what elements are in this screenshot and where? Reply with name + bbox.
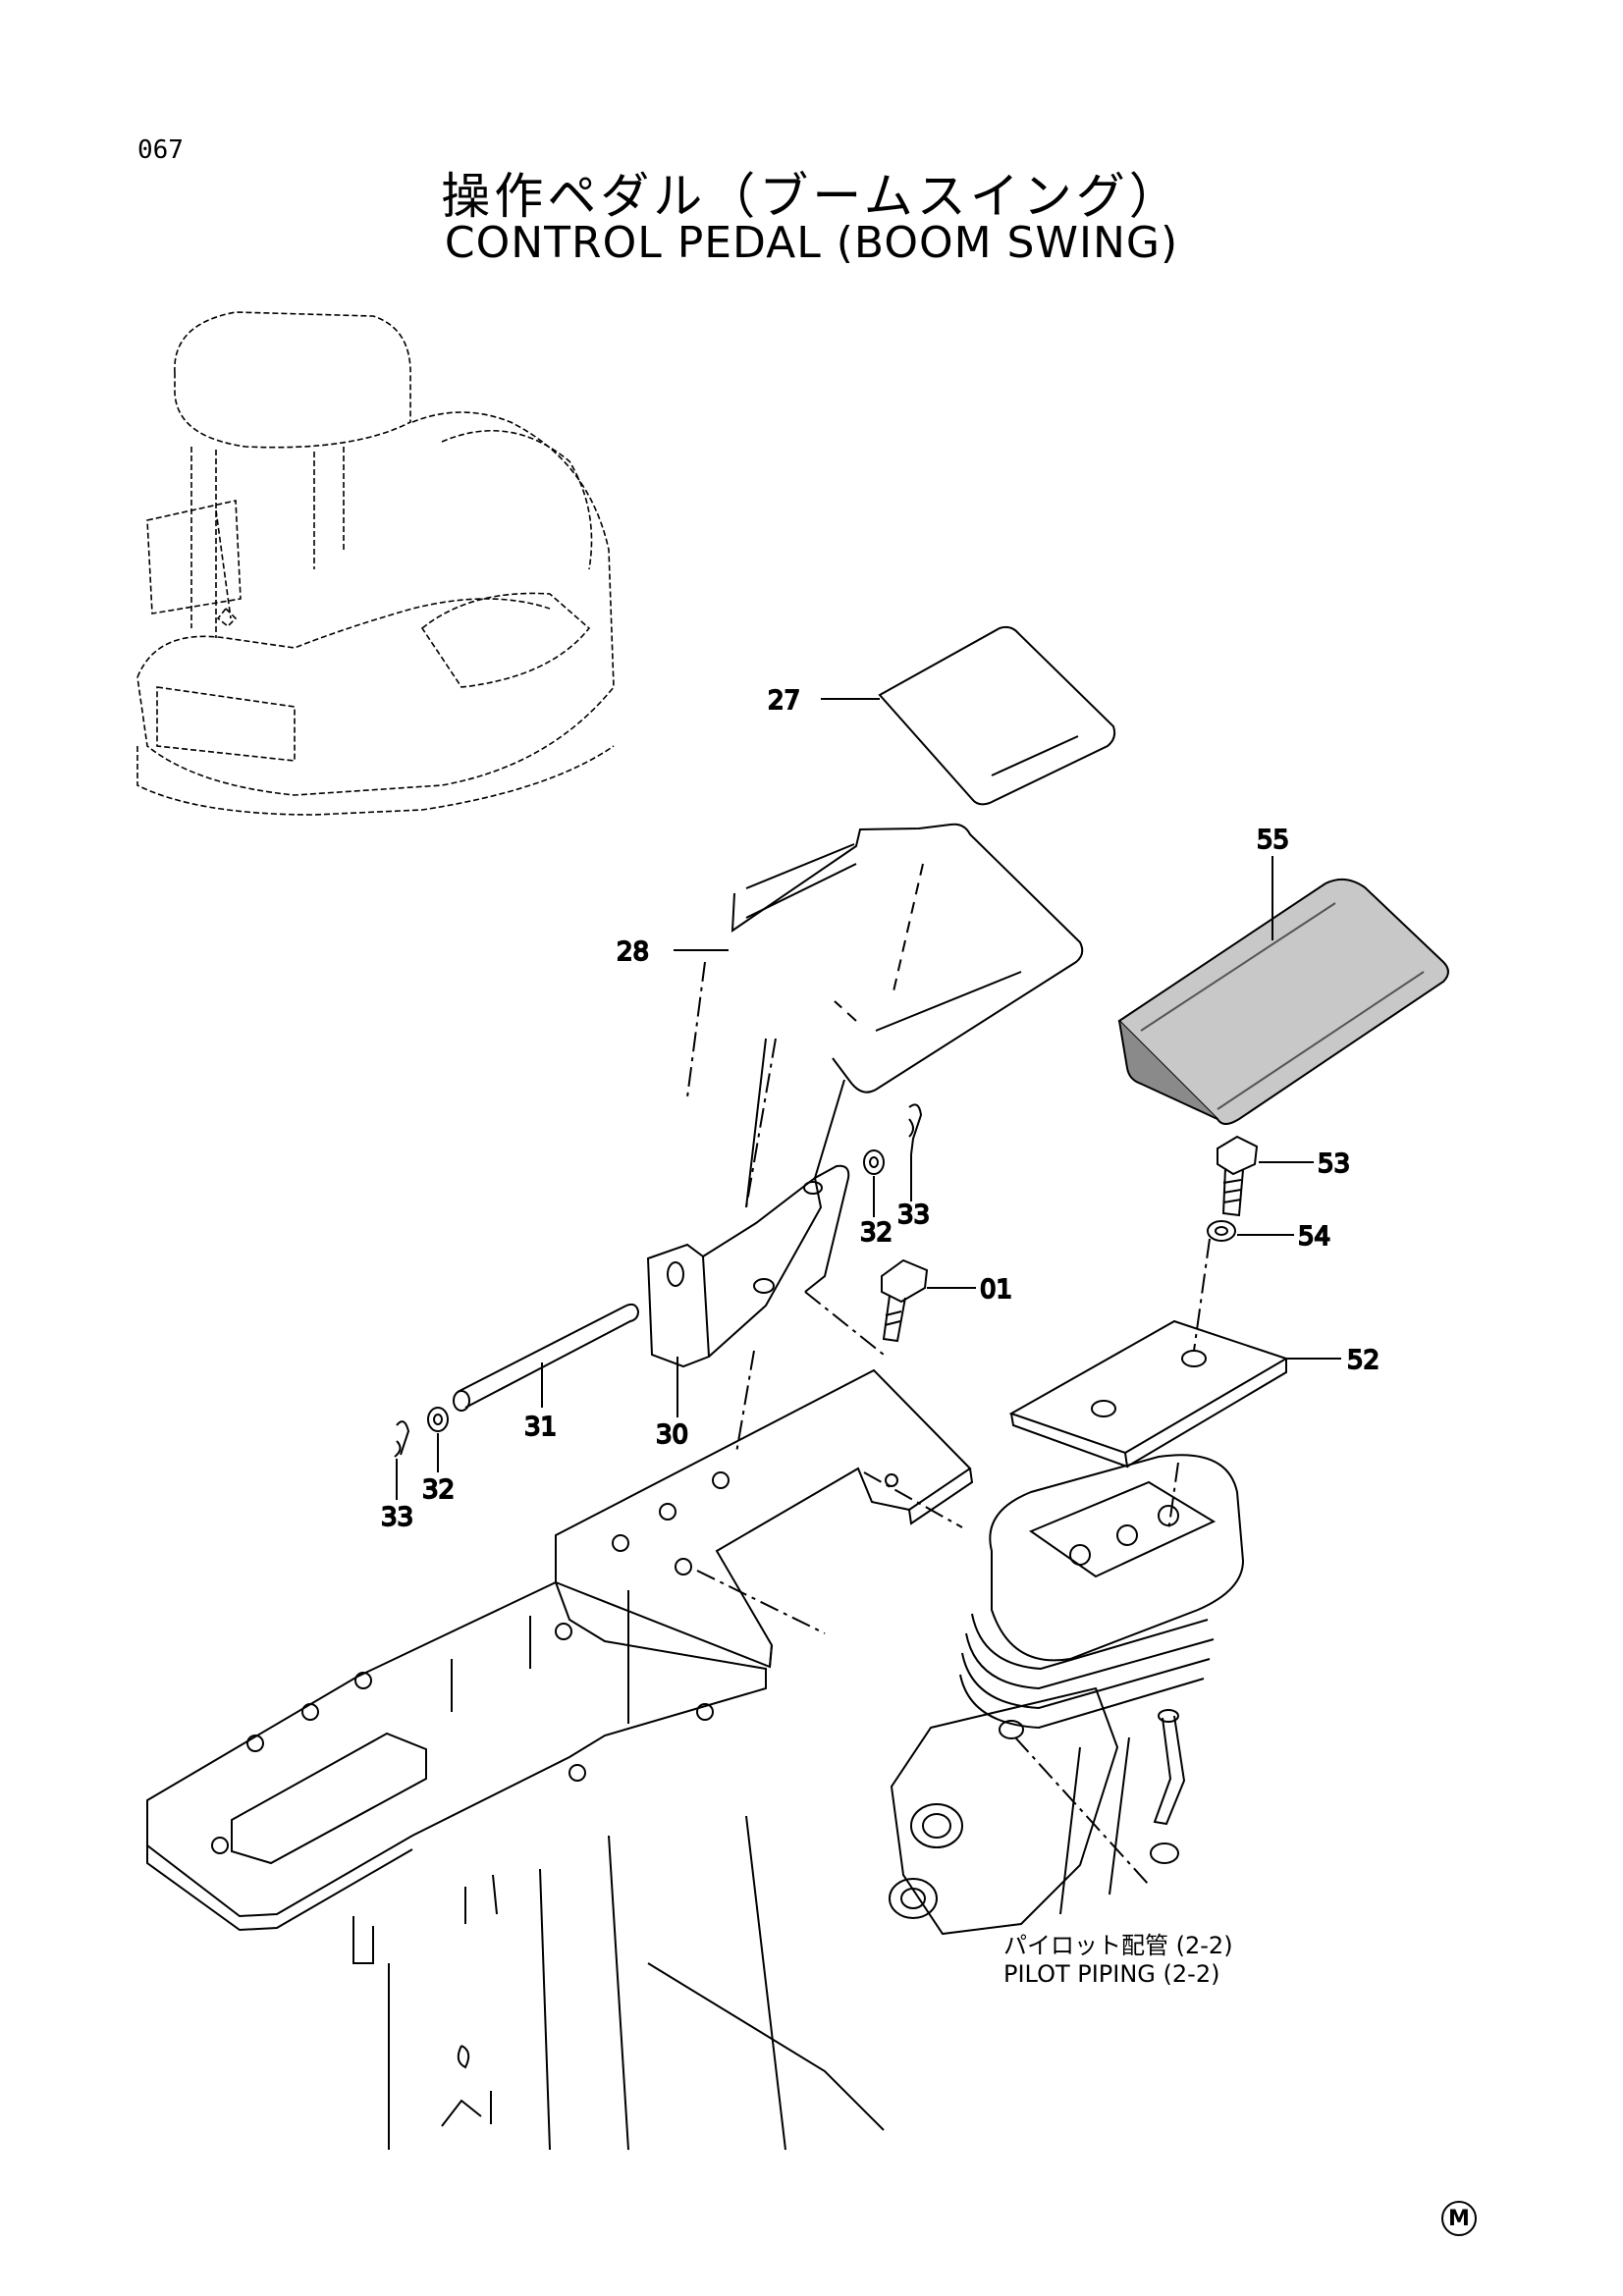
pin-31-illustration [453, 1303, 640, 1412]
callout-01: 01 [980, 1275, 1012, 1305]
callout-55: 55 [1257, 826, 1289, 855]
callout-53: 53 [1318, 1149, 1350, 1179]
pilot-valve-illustration [889, 1454, 1245, 1936]
pedal-cover-illustration [674, 823, 1084, 1208]
callout-33-upper: 33 [897, 1201, 930, 1230]
callout-33-lower: 33 [381, 1503, 413, 1532]
reference-note-japanese: パイロット配管 (2-2) [1003, 1932, 1233, 1959]
washer-54-illustration [1207, 1220, 1294, 1242]
callout-30: 30 [656, 1420, 688, 1450]
bracket-30-illustration [646, 1038, 885, 1454]
bolt-53-illustration [1217, 1135, 1314, 1217]
reference-note-english: PILOT PIPING (2-2) [1003, 1960, 1220, 1988]
clip-33-lower-illustration [394, 1420, 410, 1500]
bolt-01-illustration [881, 1258, 976, 1343]
pedal-pad-illustration [821, 625, 1116, 806]
corner-mark: M [1441, 2201, 1477, 2236]
callout-31: 31 [524, 1413, 557, 1442]
washer-32-upper-illustration [863, 1149, 885, 1217]
clip-33-upper-illustration [908, 1103, 923, 1201]
page-number: 067 [137, 135, 184, 165]
foot-rest-rubber-illustration [1117, 856, 1449, 1125]
plate-52-illustration [1008, 1238, 1341, 1532]
callout-32-upper: 32 [860, 1218, 893, 1248]
cab-overview-illustration [136, 311, 615, 816]
title-english: CONTROL PEDAL (BOOM SWING) [444, 218, 1179, 268]
title-japanese: 操作ペダル（ブームスイング） [441, 168, 1182, 225]
callout-27: 27 [768, 686, 800, 716]
callout-28: 28 [617, 937, 649, 967]
callout-54: 54 [1298, 1222, 1330, 1252]
callout-32-lower: 32 [422, 1475, 455, 1505]
callout-52: 52 [1347, 1346, 1380, 1375]
frame-mounting-plate-illustration [146, 1368, 974, 2151]
washer-32-lower-illustration [427, 1407, 449, 1472]
